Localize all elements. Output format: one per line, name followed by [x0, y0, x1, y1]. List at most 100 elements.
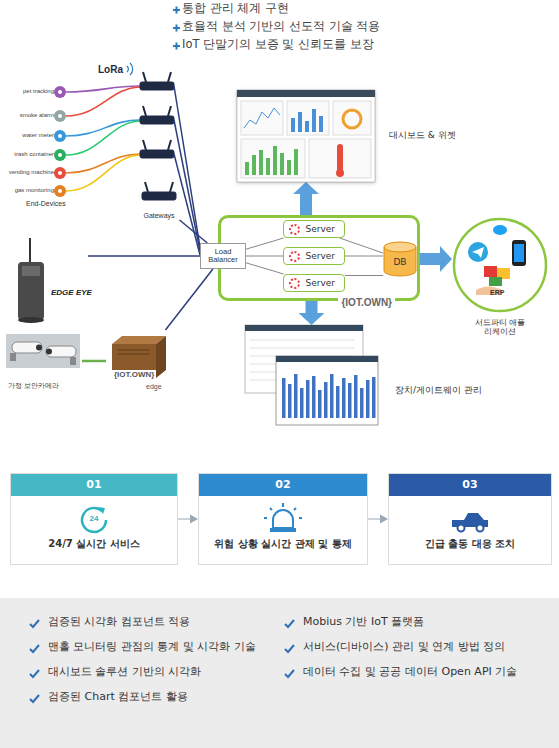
device-management-mockup [324, 382, 328, 418]
edge-eye-device: EDGE EYE [12, 238, 88, 324]
device-management-mockup [245, 325, 363, 331]
check-marks [285, 620, 294, 627]
edge-eye-device [29, 238, 31, 262]
device-management-mockup [294, 374, 298, 418]
device-wires [66, 86, 140, 191]
end-device: pet tracking [0, 86, 54, 98]
step-box-text: 긴급 출동 대응 조치 [389, 538, 551, 550]
dashboard-mockup [291, 118, 295, 132]
device-management-mockup [276, 356, 378, 425]
end-device-text: trash container [14, 151, 54, 158]
check-marks [30, 695, 39, 702]
feature-panel-text: 검증된 시각화 컴포넌트 적용 [48, 616, 191, 629]
dashboard-mockup [241, 101, 283, 135]
dashboard-mockup [241, 139, 305, 178]
security-camera-text: 가정 보안카메라 [8, 382, 59, 390]
dashboard-mockup [298, 112, 302, 132]
dashboard-mockup [245, 162, 249, 175]
load-balancer-text: Load Balancer [201, 248, 245, 264]
device-management-mockup [245, 325, 378, 425]
dashboard-mockup [337, 144, 343, 172]
gateway-text: Gateways [134, 212, 184, 220]
connector [246, 238, 284, 249]
device-management-mockup [336, 386, 340, 418]
third-party-icons [489, 277, 502, 286]
platform-box-text: {IOT.OWN} [338, 297, 395, 309]
step-box-text: 01 [11, 474, 177, 496]
server-box-text: Server [305, 278, 335, 288]
edge-eye-device [18, 317, 44, 323]
dashboard-screenshot: 대시보드 & 위젯 [237, 90, 375, 182]
lora-waves [127, 66, 128, 72]
bullet-marks [173, 7, 180, 14]
arrow-head [440, 246, 452, 272]
device-icons [54, 86, 66, 197]
edge-box-device [156, 336, 166, 378]
third-party-icons [468, 225, 526, 295]
security-camera-photo [46, 349, 52, 355]
check-marks [30, 670, 39, 677]
connector [420, 246, 452, 272]
dashboard-mockup [294, 149, 298, 175]
edge-gateway-text: {IOT.OWN} [112, 370, 156, 379]
device-management-screenshot-text: 장치/게이트웨이 관리 [395, 385, 482, 395]
gateway-routers [140, 116, 174, 124]
step-icons [270, 528, 296, 532]
dashboard-mockup [343, 110, 361, 128]
dashboard-mockup [312, 109, 316, 132]
dashboard-mockup [273, 146, 277, 175]
gateway-routers [143, 106, 171, 116]
third-party-icons [468, 242, 488, 262]
dashboard-mockup [252, 155, 256, 175]
connector [165, 269, 212, 330]
gateway-routers [143, 72, 171, 82]
connector-line [345, 275, 383, 276]
step-box-text: 02 [199, 474, 367, 496]
dashboard-mockup [259, 150, 263, 175]
gateway-routers [140, 82, 174, 90]
connector [345, 256, 383, 257]
device-management-mockup [282, 378, 286, 418]
arrow-head [190, 515, 198, 524]
security-camera-photo [36, 345, 42, 351]
device-management-mockup [330, 374, 334, 418]
step-icons [458, 525, 465, 532]
connector-line [246, 238, 284, 249]
circle-outline [452, 217, 548, 313]
device-management-mockup [348, 383, 352, 418]
load-balancer: Load Balancer [200, 243, 246, 269]
connector [180, 220, 208, 243]
connector-line [246, 256, 283, 257]
end-device: water meter [0, 130, 54, 142]
device-management-mockup [288, 384, 292, 418]
device-icons [54, 149, 66, 161]
feature-panel-text: 검증된 Chart 컴포넌트 활용 [48, 691, 188, 704]
circle-outline [454, 219, 546, 311]
connector [82, 361, 106, 362]
database-text: DB [383, 257, 417, 267]
step-box-text: 24/7 실시간 서비스 [11, 538, 177, 550]
edge-gateway: {IOT.OWN} edge [106, 330, 172, 398]
connector-line [306, 301, 318, 314]
connector-line [300, 193, 312, 215]
device-icons [58, 189, 62, 193]
check-marks [30, 620, 294, 702]
icon-number: 24 [84, 514, 104, 523]
step-icons [273, 510, 293, 528]
third-party-icons [512, 240, 526, 266]
edge-gateway-text: edge [146, 383, 162, 391]
device-management-mockup [318, 390, 322, 418]
step-box-text: 위험 상황 실시간 관제 및 통제 [199, 538, 367, 550]
device-icons [54, 110, 66, 122]
server-box-text: Server [305, 224, 335, 234]
connector [368, 515, 388, 524]
security-camera-photo [46, 346, 76, 357]
bullet-text: IoT 단말기의 보증 및 신뢰도를 보장 [182, 38, 374, 51]
connector-line [165, 269, 212, 330]
end-device-text: smoke alarm [20, 112, 54, 119]
dashboard-mockup [237, 90, 375, 182]
check-marks [285, 645, 294, 652]
device-management-mockup [282, 374, 376, 418]
connector [299, 301, 325, 325]
